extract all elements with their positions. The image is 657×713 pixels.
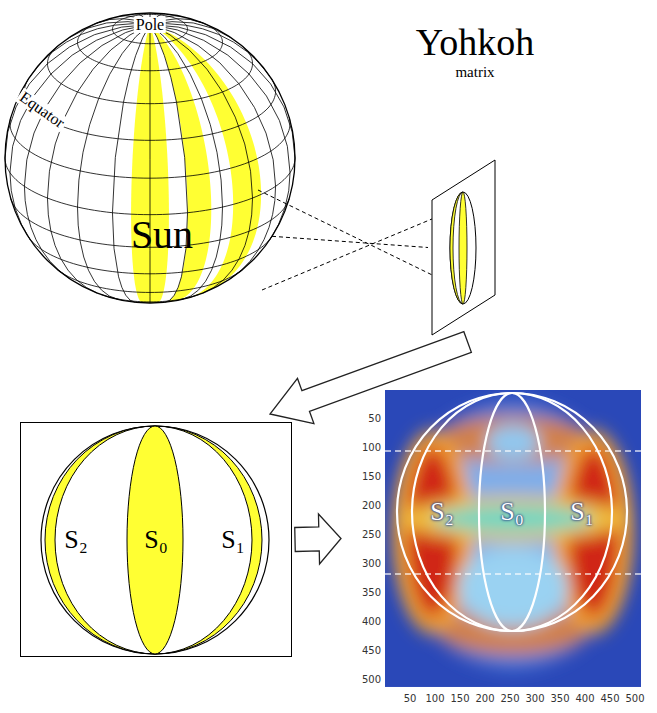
hollow-arrow [270, 332, 471, 424]
heat-blob [401, 497, 626, 541]
heat-blob [458, 547, 568, 628]
disk-outline [41, 426, 269, 654]
sphere-outline [5, 13, 295, 303]
y-axis-tick: 300 [362, 559, 381, 569]
region-label: S₂ [430, 499, 454, 525]
heat-map-panel: S₂ S₀ S₁ [385, 390, 641, 687]
x-axis-tick: 50 [404, 694, 417, 704]
region-label: S₂ [64, 527, 88, 553]
x-axis-tick: 200 [475, 694, 494, 704]
disk-image [450, 192, 476, 304]
overlay-limb [397, 393, 627, 631]
region-label: S₀ [500, 499, 524, 525]
model-disk [41, 426, 269, 654]
graticule [5, 13, 295, 303]
y-axis-tick: 450 [362, 646, 381, 656]
x-axis-tick: 150 [450, 694, 469, 704]
heat-blob [486, 425, 541, 460]
heat-blob [438, 415, 588, 464]
dashed-line [385, 573, 641, 575]
x-axis-tick: 450 [600, 694, 619, 704]
model-box: S₂ S₀ S₁ [20, 422, 292, 657]
x-axis-tick: 400 [575, 694, 594, 704]
sun-sphere-drawing [5, 13, 295, 303]
heat-map [385, 390, 641, 687]
y-axis-tick: 100 [362, 443, 381, 453]
x-axis-tick: 100 [425, 694, 444, 704]
dashed-line [385, 450, 641, 452]
heat-ground [385, 390, 641, 687]
x-axis-tick: 350 [550, 694, 569, 704]
heat-blobs [393, 402, 634, 669]
lens [459, 192, 467, 304]
equator-label: Equator [15, 88, 69, 132]
sun-label: Sun [131, 215, 193, 255]
matrix-plane [432, 160, 495, 335]
hollow-arrow [295, 514, 341, 564]
y-axis-tick: 50 [368, 414, 381, 424]
y-axis-tick: 400 [362, 617, 381, 627]
pole-label: Pole [134, 17, 166, 33]
region-label: S₀ [144, 527, 168, 553]
x-axis-tick: 300 [525, 694, 544, 704]
y-axis-tick: 350 [362, 588, 381, 598]
x-axis-tick: 250 [500, 694, 519, 704]
instrument-title: Yohkoh [416, 23, 535, 61]
y-axis-tick: 200 [362, 501, 381, 511]
region-label: S₁ [570, 499, 594, 525]
overlay-arc [412, 393, 612, 631]
plane-outline [432, 160, 495, 335]
x-axis-tick: 500 [625, 694, 644, 704]
sun-sphere: PoleEquatorSun [5, 13, 295, 303]
sphere-fill [5, 13, 295, 303]
overlay-lens [479, 393, 545, 631]
matrix-plane: Yohkohmatrix [428, 155, 500, 340]
y-axis-tick: 150 [362, 472, 381, 482]
y-axis-tick: 250 [362, 530, 381, 540]
overlay [385, 393, 641, 631]
y-axis-tick: 500 [362, 675, 381, 685]
lens-s0 [127, 426, 183, 654]
region-label: S₁ [221, 527, 245, 553]
instrument-subtitle: matrix [455, 65, 494, 80]
projection-ray [272, 236, 428, 247]
